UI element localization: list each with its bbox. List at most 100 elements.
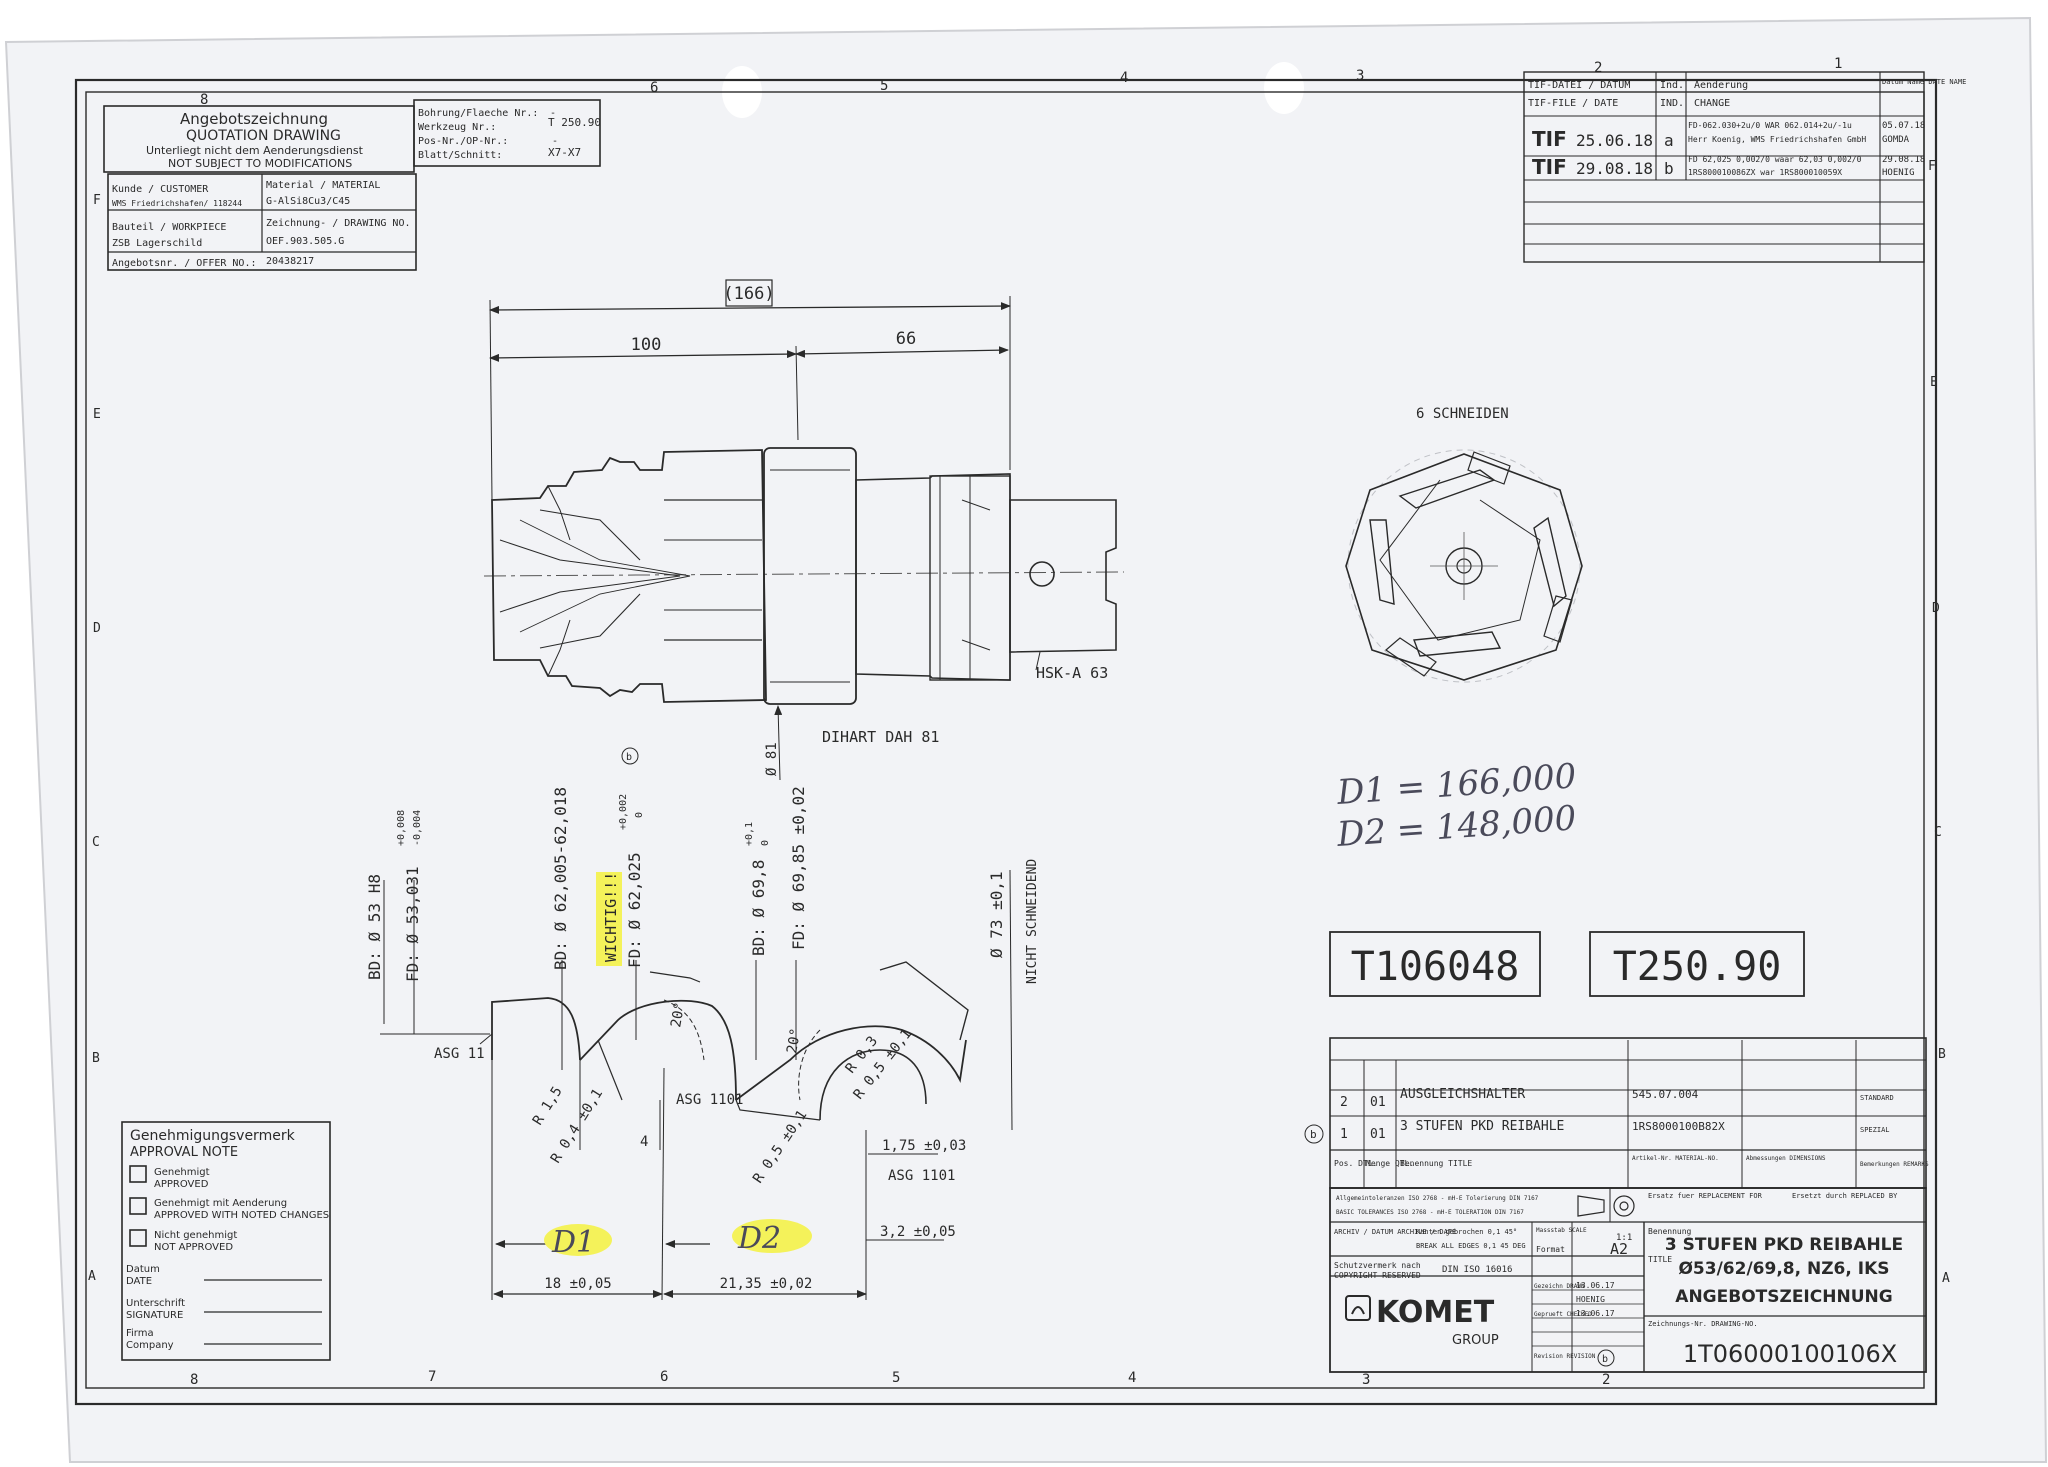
diameter-callouts: BD: Ø 53 H8 FD: Ø 53,031 +0,008 -0,004 B… (365, 747, 1040, 1131)
approval-date-label: Datum (126, 1264, 160, 1275)
approval-signature-label: SIGNATURE (126, 1310, 183, 1321)
paper-sheet (4, 16, 2048, 1463)
bohrung-label: Bohrung/Flaeche Nr.: (418, 108, 538, 119)
dia-bd-698-tol: +0,1 (744, 822, 755, 846)
rev-col-ind: Ind. (1660, 80, 1684, 91)
archive-label: ARCHIV / DATUM ARCHIVE / DATE (1334, 1228, 1456, 1236)
material-value: G-AlSi8Cu3/C45 (266, 196, 350, 207)
rev-row-change: FD-062.030+2u/0 WAR 062.014+2u/-1u (1688, 121, 1852, 130)
rev-row-change: 1RS800010086ZX war 1RS800010059X (1688, 168, 1842, 177)
label-cutters: 6 SCHNEIDEN (1416, 406, 1509, 422)
part-type: SPEZIAL (1860, 1126, 1890, 1134)
rev-col-change: Aenderung (1694, 80, 1748, 91)
dim-175: 1,75 ±0,03 (882, 1138, 966, 1154)
copyright-din: DIN ISO 16016 (1442, 1265, 1512, 1275)
parts-header: Menge QTL. (1366, 1159, 1414, 1168)
copyright-label: COPYRIGHT RESERVED (1334, 1271, 1421, 1280)
grid-label: A (1942, 1271, 1950, 1286)
edges-label: BREAK ALL EDGES 0,1 45 DEG (1416, 1242, 1526, 1250)
material-label: Material / MATERIAL (266, 180, 380, 191)
company-sub: GROUP (1452, 1333, 1499, 1348)
rev-row-date: 29.08.18 (1576, 159, 1653, 178)
label-angle: 20° (668, 1001, 688, 1029)
label-asg1101: ASG 1101 (676, 1092, 743, 1108)
dia-fd-62025-tol: +0,002 (618, 794, 629, 830)
drawing-title-line3: ANGEBOTSZEICHNUNG (1675, 1287, 1892, 1307)
workpiece-value: ZSB Lagerschild (112, 238, 202, 249)
grid-label: F (93, 193, 101, 208)
grid-row-labels-right: F E D C B A (1928, 159, 1950, 1286)
grid-label: E (93, 407, 101, 422)
part-qty: 01 (1370, 1095, 1386, 1110)
id-boxes: T106048 T250.90 (1329, 931, 1805, 997)
grid-column-labels-top: 8 6 5 4 3 2 1 (200, 56, 1842, 108)
rev-col-ind-en: IND. (1660, 98, 1684, 109)
rev-col-change-en: CHANGE (1694, 98, 1730, 109)
quotation-note-en: NOT SUBJECT TO MODIFICATIONS (168, 157, 352, 170)
dia-fd-53031-tol: -0,004 (412, 810, 423, 846)
part-title: 3 STUFEN PKD REIBAHLE (1400, 1119, 1564, 1134)
grid-row-labels-left: F E D C B A (88, 193, 101, 1284)
blatt-value: X7-X7 (548, 146, 581, 159)
label-angle: 20° (784, 1027, 804, 1055)
parts-header: Artikel-Nr. MATERIAL-NO. (1632, 1155, 1719, 1162)
quotation-note-de: Unterliegt nicht dem Aenderungsdienst (146, 144, 364, 157)
part-qty: 01 (1370, 1127, 1386, 1142)
tool-side-view: (166) 100 66 HSK-A 63 DIHART DAH 81 (483, 279, 1125, 781)
approval-title-de: Genehmigungsvermerk (130, 1128, 296, 1144)
approval-title-en: APPROVAL NOTE (130, 1145, 238, 1160)
grid-label: 5 (880, 78, 888, 94)
company-name: KOMET (1376, 1295, 1495, 1330)
label-d81: Ø 81 (764, 742, 780, 776)
dia-73: Ø 73 ±0,1 (987, 871, 1006, 958)
part-article: 1RS8000100B82X (1632, 1120, 1725, 1133)
part-pos: 2 (1340, 1095, 1348, 1110)
bohrung-value: - (550, 108, 556, 119)
approved-with-changes-checkbox[interactable] (129, 1197, 147, 1215)
revision-value: b (1602, 1354, 1608, 1365)
rev-col-date: Datum Name DATE NAME (1882, 78, 1966, 86)
grid-column-labels-bottom: 8 7 6 5 4 3 2 (190, 1369, 1610, 1388)
rev-row-ind: b (1664, 159, 1674, 178)
edges-label: Kanten gebrochen 0,1 45° (1416, 1228, 1517, 1236)
rev-row-date-name: HOENIG (1882, 168, 1915, 178)
approved-checkbox[interactable] (129, 1165, 147, 1183)
outer-frame (74, 78, 1938, 1406)
rev-row-date-name: 05.07.18 (1882, 121, 1925, 131)
dim-18: 18 ±0,05 (544, 1276, 611, 1292)
pos-label: Pos-Nr./OP-Nr.: (418, 136, 508, 147)
approval-option-label: Genehmigt mit Aenderung (154, 1198, 287, 1209)
dim-2135: 21,35 ±0,02 (720, 1276, 813, 1292)
grid-label: B (92, 1051, 100, 1066)
approval-note: Genehmigungsvermerk APPROVAL NOTE Genehm… (121, 1121, 331, 1361)
tool-end-view: 6 SCHNEIDEN (1345, 406, 1583, 683)
tool-id-box: T106048 (1351, 944, 1520, 990)
drawing-number: 1T06000100106X (1683, 1340, 1897, 1368)
drawn-name: HOENIG (1576, 1295, 1605, 1304)
rev-row-change: Herr Koenig, WMS Friedrichshafen GmbH (1688, 135, 1866, 144)
approval-date-label: DATE (126, 1276, 152, 1287)
werkzeug-value: T 250.90 (548, 116, 601, 129)
rev-col-file-en: TIF-FILE / DATE (1528, 98, 1618, 109)
not-approved-checkbox[interactable] (129, 1229, 147, 1247)
tif-logo: TIF (1532, 155, 1567, 179)
scale-label: Massstab SCALE (1536, 1227, 1587, 1234)
label-asg1101: ASG 1101 (888, 1168, 955, 1184)
rev-marker-b: b (626, 752, 632, 763)
grid-label: 8 (190, 1372, 198, 1388)
parts-header: Bemerkungen REMARKS (1860, 1161, 1929, 1168)
grid-label: D (1932, 601, 1940, 616)
approval-option-label: APPROVED (154, 1179, 209, 1190)
tolerance-note: BASIC TOLERANCES ISO 2768 - mH-E TOLERAT… (1336, 1209, 1524, 1216)
grid-label: F (1928, 159, 1936, 174)
dia-bd-53: BD: Ø 53 H8 (365, 874, 384, 980)
parts-header: Pos. DTL. (1334, 1159, 1377, 1168)
replaced-for-label: Ersatz fuer REPLACEMENT FOR (1648, 1192, 1763, 1200)
dim-right-length: 66 (896, 329, 916, 349)
label-asg11: ASG 11 (434, 1046, 485, 1062)
grid-label: 3 (1362, 1372, 1370, 1388)
dia-fd-53031: FD: Ø 53,031 (403, 866, 422, 982)
grid-label: 6 (650, 80, 658, 96)
dim-total-length: (166) (723, 284, 774, 304)
grid-label: D (93, 621, 101, 636)
